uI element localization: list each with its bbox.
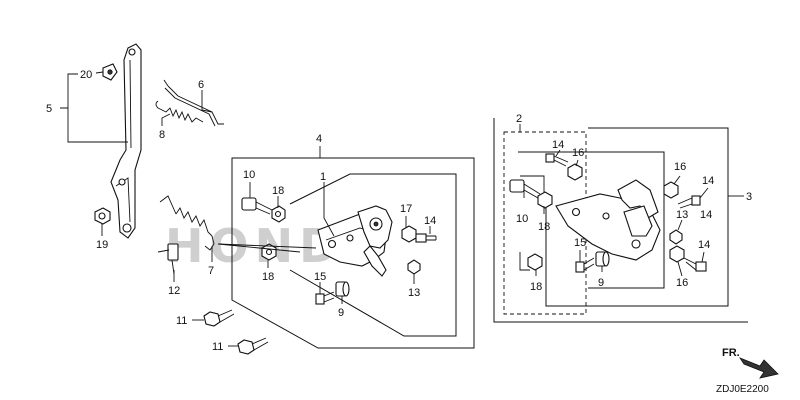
callout-19: 19 bbox=[96, 239, 108, 251]
screw-10-right bbox=[509, 179, 541, 199]
bolt-14-lower-right bbox=[683, 257, 707, 272]
collar-9-right bbox=[595, 251, 610, 267]
callout-16-upper-right: 16 bbox=[674, 161, 686, 173]
leader-lines bbox=[60, 71, 744, 347]
nut-13-center bbox=[407, 259, 421, 275]
panel-frame bbox=[493, 118, 748, 323]
small-spring bbox=[155, 100, 204, 123]
callout-16-lower-right: 16 bbox=[676, 277, 688, 289]
governor-spring bbox=[159, 195, 215, 251]
callout-14-upper-right: 14 bbox=[702, 175, 714, 187]
nut-13-right bbox=[669, 229, 683, 245]
callouts: 20 5 6 8 19 7 12 4 1 10 18 18 17 14 13 1… bbox=[46, 69, 752, 353]
nut-16-upper-right bbox=[663, 181, 679, 199]
callout-18-a: 18 bbox=[272, 185, 284, 197]
lever-clip bbox=[102, 63, 118, 81]
callout-7: 7 bbox=[208, 265, 214, 277]
bolt-14-upper-right bbox=[677, 195, 701, 209]
washer-18-d bbox=[527, 253, 543, 271]
callout-10-left: 10 bbox=[243, 169, 255, 181]
throttle-lever bbox=[357, 205, 393, 277]
callout-13-center: 13 bbox=[408, 287, 420, 299]
diagram-code: ZDJ0E2200 bbox=[716, 384, 769, 395]
callout-17: 17 bbox=[400, 203, 412, 215]
bolt-11-upper bbox=[203, 309, 235, 327]
callout-14-right-extra: 14 bbox=[700, 209, 712, 221]
front-arrow-icon bbox=[738, 357, 779, 379]
callout-10-right: 10 bbox=[516, 213, 528, 225]
callout-15-center: 15 bbox=[314, 271, 326, 283]
lever-nut bbox=[94, 207, 111, 225]
nut-16-lower-right bbox=[669, 245, 685, 263]
callout-1: 1 bbox=[320, 171, 326, 183]
assembly-1-frame bbox=[289, 173, 457, 337]
washer-18-c bbox=[537, 191, 553, 209]
callout-18-b: 18 bbox=[262, 271, 274, 283]
nut-16-right-top bbox=[567, 163, 583, 181]
control-lever bbox=[110, 43, 142, 239]
front-label: FR. bbox=[722, 347, 740, 359]
callout-14-center: 14 bbox=[424, 215, 436, 227]
callout-6: 6 bbox=[198, 79, 204, 91]
bolt-14-center bbox=[415, 233, 437, 243]
callout-12: 12 bbox=[168, 285, 180, 297]
callout-8: 8 bbox=[159, 129, 165, 141]
assembly-3-frame bbox=[545, 127, 729, 307]
callout-2: 2 bbox=[516, 113, 522, 125]
screw-10-left bbox=[241, 197, 273, 215]
washer-18-b bbox=[261, 243, 277, 261]
callout-11-lower: 11 bbox=[212, 341, 223, 353]
callout-13-right: 13 bbox=[676, 209, 688, 221]
washer-18-a bbox=[271, 205, 286, 223]
collar-9-center bbox=[335, 281, 350, 297]
callout-14-right-top: 14 bbox=[552, 139, 564, 151]
control-base-right bbox=[555, 179, 661, 261]
callout-3: 3 bbox=[746, 191, 752, 203]
callout-11-upper: 11 bbox=[176, 315, 187, 327]
pivot-bolt bbox=[157, 243, 179, 275]
bolt-11-lower bbox=[237, 337, 269, 355]
assembly-4-frame bbox=[231, 157, 475, 349]
callout-4: 4 bbox=[316, 133, 322, 145]
callout-9-center: 9 bbox=[338, 307, 344, 319]
governor-rod bbox=[163, 79, 224, 127]
nut-17 bbox=[401, 225, 417, 243]
screw-14-right-top bbox=[545, 153, 569, 167]
callout-5: 5 bbox=[46, 103, 52, 115]
callout-18-d: 18 bbox=[530, 281, 542, 293]
screw-15-right bbox=[575, 257, 595, 273]
callout-18-c: 18 bbox=[538, 221, 550, 233]
callout-16-right-top: 16 bbox=[572, 147, 584, 159]
callout-15-right: 15 bbox=[574, 237, 586, 249]
assembly-2-frame bbox=[503, 131, 587, 315]
callout-9-right: 9 bbox=[598, 277, 604, 289]
front-direction-marker: FR. bbox=[722, 347, 779, 379]
callout-14-lower-right: 14 bbox=[698, 239, 710, 251]
inner-frame-a bbox=[518, 151, 665, 289]
callout-20: 20 bbox=[80, 69, 92, 81]
